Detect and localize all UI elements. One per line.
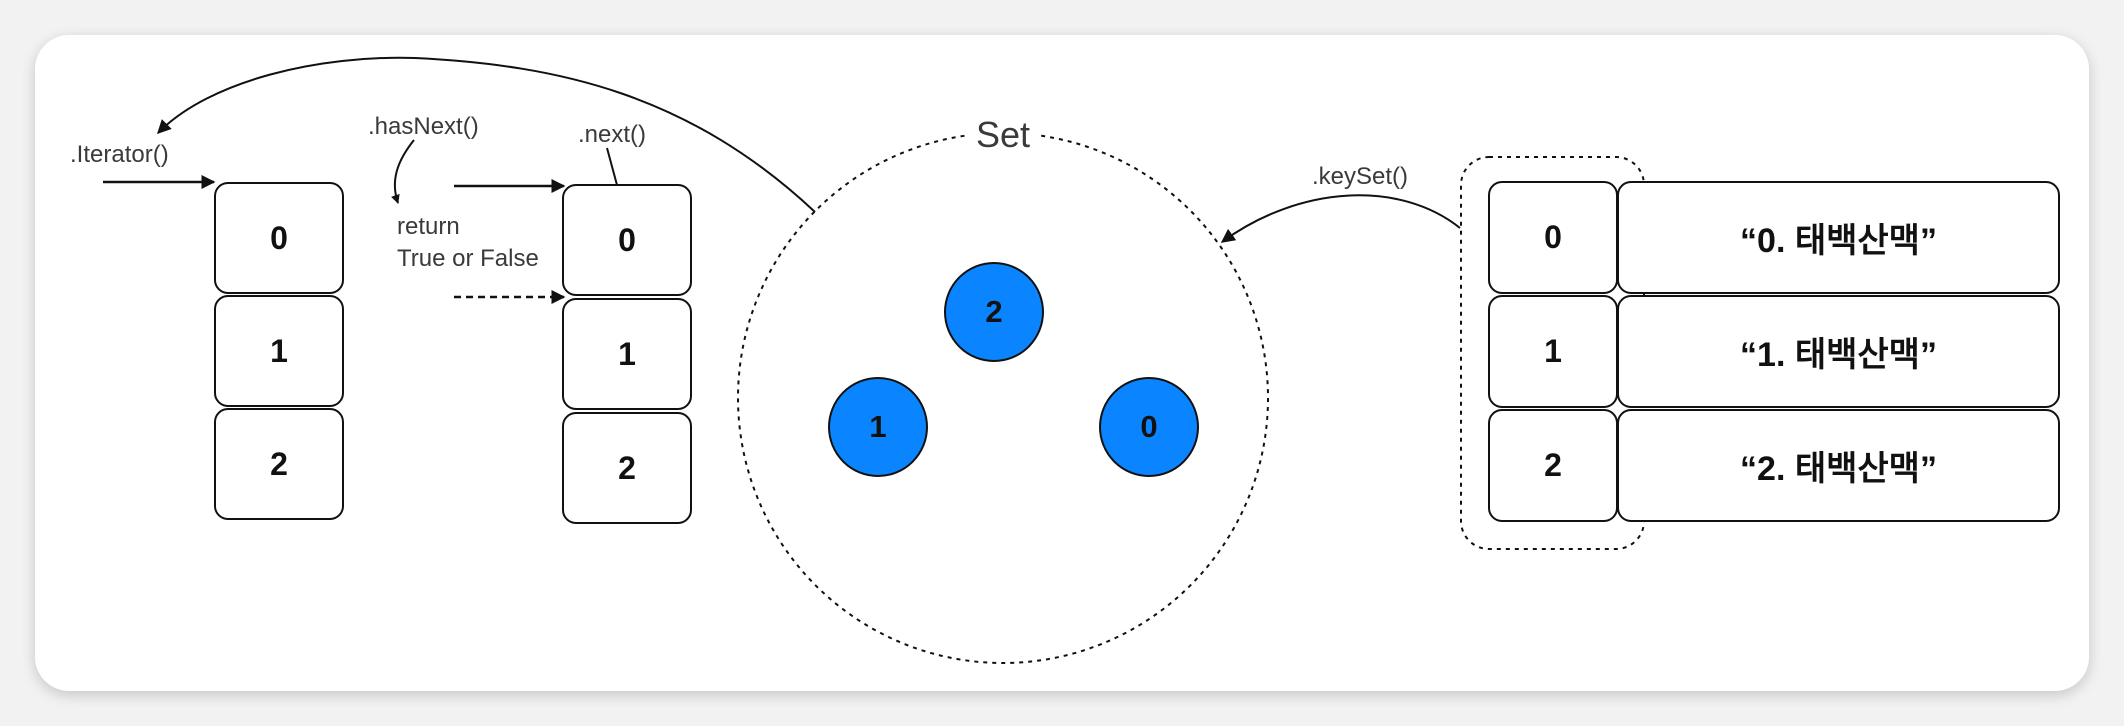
has-next-return-line-2: True or False bbox=[397, 245, 539, 272]
map-key-cell-2: 2 bbox=[1488, 409, 1618, 522]
keyset-bracket bbox=[1460, 156, 1645, 550]
map-value-cell-1: “1. 태백산맥” bbox=[1617, 295, 2060, 408]
keyset-method-label: .keySet() bbox=[1312, 163, 1409, 190]
set-element-0: 0 bbox=[1099, 377, 1199, 477]
has-next-return-line-1: return bbox=[397, 213, 460, 240]
set-element-1: 1 bbox=[828, 377, 928, 477]
set-boundary bbox=[737, 132, 1269, 664]
iterator-a-cell-1: 1 bbox=[214, 295, 344, 407]
map-value-cell-2: “2. 태백산맥” bbox=[1617, 409, 2060, 522]
iterator-a-cell-0: 0 bbox=[214, 182, 344, 294]
set-label: Set bbox=[968, 114, 1039, 156]
iterator-a-cell-2: 2 bbox=[214, 408, 344, 520]
map-key-cell-1: 1 bbox=[1488, 295, 1618, 408]
map-value-cell-0: “0. 태백산맥” bbox=[1617, 181, 2060, 294]
keyset-arrow bbox=[1220, 194, 1461, 243]
iterator-method-label: .Iterator() bbox=[70, 141, 169, 168]
map-key-cell-0: 0 bbox=[1488, 181, 1618, 294]
has-next-arrow bbox=[391, 139, 415, 204]
iterator-b-cell-1: 1 bbox=[562, 298, 692, 410]
has-next-method-label: .hasNext() bbox=[368, 113, 479, 140]
next-method-label: .next() bbox=[578, 121, 647, 148]
iterator-arrow bbox=[157, 56, 816, 213]
iterator-b-cell-2: 2 bbox=[562, 412, 692, 524]
set-element-2: 2 bbox=[944, 262, 1044, 362]
iterator-b-cell-0: 0 bbox=[562, 184, 692, 296]
